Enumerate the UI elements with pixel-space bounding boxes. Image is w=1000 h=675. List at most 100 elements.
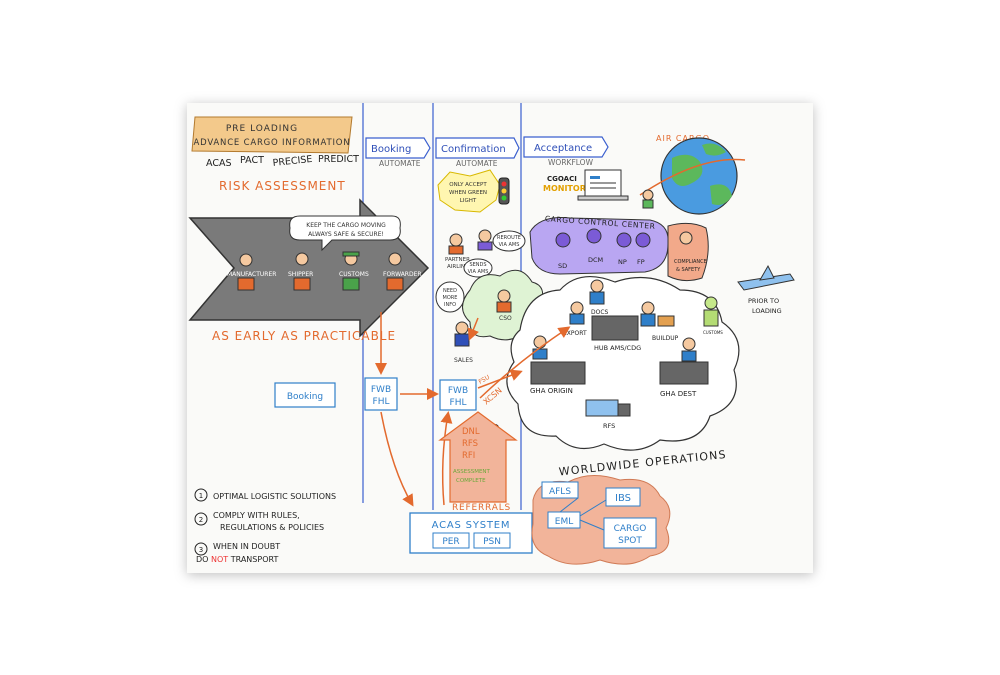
principle-3-num: 3 (199, 546, 203, 554)
svg-text:VIA AMS: VIA AMS (499, 242, 520, 248)
label-manufacturer: MANUFACTURER (227, 271, 276, 278)
actor-manufacturer (237, 253, 255, 291)
principle-1-num: 1 (199, 492, 203, 500)
phase-acceptance-title: Acceptance (534, 143, 592, 154)
svg-text:SENDS: SENDS (469, 262, 486, 268)
svg-text:PRIOR TO: PRIOR TO (748, 297, 779, 305)
principle-1-text: OPTIMAL LOGISTIC SOLUTIONS (213, 492, 336, 501)
reroute-bubble: REROUTE VIA AMS (492, 230, 526, 252)
supply-chain-arrow: KEEP THE CARGO MOVING ALWAYS SAFE & SECU… (188, 198, 430, 338)
phase-confirmation-sub: AUTOMATE (456, 159, 498, 168)
phase-confirmation-title: Confirmation (441, 144, 506, 155)
fwb-box-1 (364, 377, 398, 411)
principle-2-num: 2 (199, 516, 203, 524)
acas-system-box: ACAS SYSTEM PER PSN (409, 512, 533, 554)
svg-text:NEED: NEED (443, 288, 457, 294)
airplane-icon: PRIOR TO LOADING (737, 264, 795, 315)
system-eml: EML (555, 517, 573, 527)
air-cargo-label: AIR CARGO (656, 134, 710, 143)
sales-label: SALES (454, 357, 473, 364)
preloading-banner: PRE LOADING ADVANCE CARGO INFORMATION (191, 116, 353, 154)
role-fp: FP (637, 258, 645, 266)
principle-2-line-1: COMPLY WITH RULES, (213, 511, 300, 520)
role-np: NP (618, 258, 627, 266)
cso-label: CSO (499, 315, 512, 322)
cgoaci-monitor: CGOACI MONITOR (543, 169, 629, 201)
gha-origin-label: GHA ORIGIN (530, 387, 573, 395)
referrals-arrow: DNL RFS RFI ASSESSMENT COMPLETE (438, 411, 518, 503)
customs-label: CUSTOMS (703, 330, 723, 335)
svg-text:FHL: FHL (373, 397, 390, 407)
principle-3-line-1: WHEN IN DOUBT (213, 542, 280, 551)
system-cargo: CARGO (614, 524, 647, 534)
phase-acceptance-sub: WORKFLOW (548, 158, 594, 167)
globe-air-cargo: AIR CARGO (639, 134, 746, 215)
tool-precise: PRECISE (272, 154, 313, 169)
svg-text:FHL: FHL (450, 398, 467, 408)
partner-airlines: PARTNER AIRLINES (445, 229, 493, 270)
svg-text:ACAS SYSTEM: ACAS SYSTEM (432, 520, 511, 531)
cargo-control-center: CARGO CONTROL CENTER SD DCM NP FP (529, 214, 669, 275)
svg-text:FWB: FWB (371, 385, 391, 395)
svg-text:FWB: FWB (448, 386, 468, 396)
worldwide-operations-cloud: DOCS EXPORT HUB AMS/CDG BUILDUP CUSTOMS … (506, 275, 740, 451)
actor-customs (342, 251, 360, 291)
systems-cloud: AFLS IBS EML CARGO SPOT (531, 475, 671, 565)
sales-person: SALES (454, 321, 473, 364)
hub-label: HUB AMS/CDG (594, 344, 641, 352)
sends-bubble: SENDS VIA AMS (463, 258, 493, 278)
svg-text:CGOACI: CGOACI (547, 175, 577, 183)
partner-2: AIRLINES (447, 264, 472, 270)
svg-text:LOADING: LOADING (752, 307, 782, 315)
truck-icon (585, 399, 619, 417)
svg-text:REROUTE: REROUTE (497, 235, 521, 241)
actor-shipper (293, 252, 311, 291)
label-shipper: SHIPPER (288, 271, 313, 278)
compliance-safety: COMPLIANCE & SAFETY (667, 222, 709, 282)
svg-text:PSN: PSN (483, 537, 501, 547)
phase-booking-title: Booking (371, 144, 411, 155)
tool-pact: PACT (240, 155, 264, 166)
svg-text:INFO: INFO (444, 302, 456, 308)
docs-label: DOCS (591, 309, 609, 316)
rfs-label: RFS (603, 422, 615, 430)
fsu-label: FSU (478, 374, 491, 386)
role-sd: SD (558, 262, 567, 270)
phase-booking-sub: AUTOMATE (379, 159, 421, 168)
principles-list: 1 OPTIMAL LOGISTIC SOLUTIONS 2 COMPLY WI… (194, 488, 336, 564)
system-ibs: IBS (615, 493, 631, 504)
svg-text:RFS: RFS (462, 439, 478, 449)
principle-2-line-2: REGULATIONS & POLICIES (220, 523, 324, 532)
phase-acceptance: Acceptance WORKFLOW (523, 136, 609, 167)
svg-text:PER: PER (442, 537, 459, 547)
svg-text:COMPLETE: COMPLETE (456, 478, 486, 484)
flow-arrows (375, 312, 571, 507)
tool-acas: ACAS (206, 158, 232, 169)
phase-booking: Booking AUTOMATE (365, 137, 431, 168)
speech-line-1: KEEP THE CARGO MOVING (306, 222, 386, 229)
risk-assessment-label: RISK ASSESSMENT (219, 179, 346, 193)
export-label: EXPORT (563, 330, 587, 337)
fwb-box-2 (439, 379, 477, 411)
tool-predict: PREDICT (318, 154, 359, 165)
gha-dest-label: GHA DEST (660, 390, 697, 398)
booking-box (274, 382, 336, 408)
referrals-label: REFERRALS (452, 503, 511, 513)
partner-1: PARTNER (445, 257, 470, 263)
need-info-bubble: NEED MORE INFO (435, 281, 465, 313)
system-spot: SPOT (618, 536, 642, 546)
hub-building (591, 315, 639, 341)
banner-line-2: ADVANCE CARGO INFORMATION (194, 138, 351, 148)
only-accept-1: ONLY ACCEPT (449, 182, 487, 188)
banner-line-1: PRE LOADING (226, 124, 298, 134)
label-forwarder: FORWARDER (383, 271, 422, 278)
speech-line-2: ALWAYS SAFE & SECURE! (308, 231, 384, 238)
svg-text:MORE: MORE (443, 295, 458, 301)
svg-text:DNL: DNL (462, 427, 480, 437)
as-early-as-practicable: AS EARLY AS PRACTICABLE (212, 329, 396, 343)
only-accept-2: WHEN GREEN (449, 190, 487, 196)
booking-box-label: Booking (287, 392, 323, 402)
principle-3-line-2: DO NOT TRANSPORT (196, 555, 278, 564)
svg-text:ASSESSMENT: ASSESSMENT (453, 469, 491, 475)
